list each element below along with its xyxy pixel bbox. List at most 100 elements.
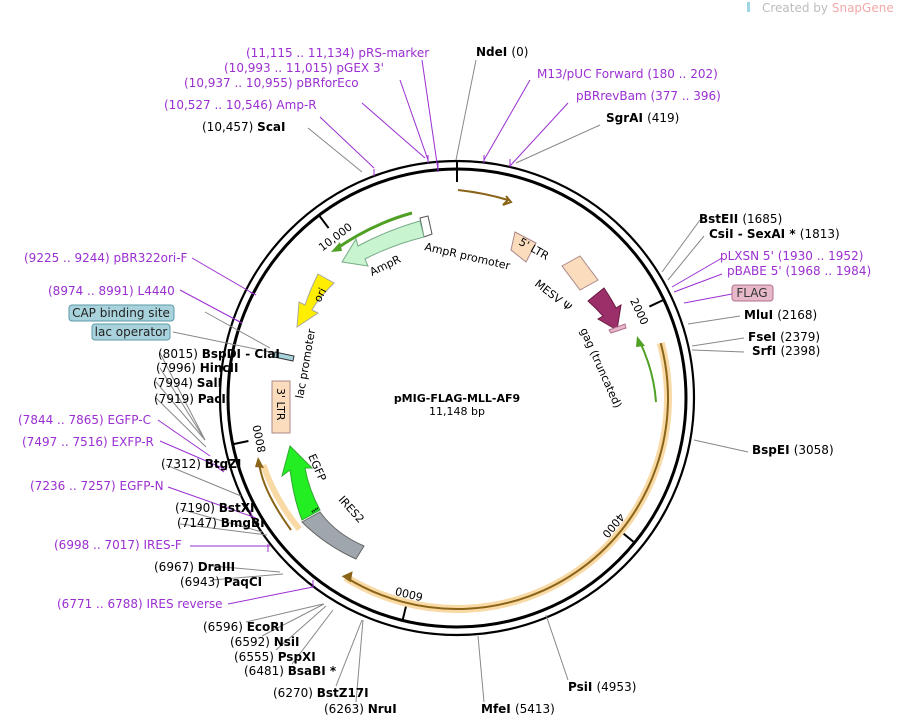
site-position: (2398): [780, 344, 820, 358]
site-name: pBRrevBam: [576, 89, 650, 103]
flag-marker: [608, 323, 627, 334]
site-position: (11,115 .. 11,134): [246, 46, 358, 60]
site-position: (8015): [158, 347, 202, 361]
site-label: (6596) EcoRI: [203, 620, 284, 634]
site-label: (6263) NruI: [324, 702, 397, 716]
site-name: CsiI - SexAI *: [709, 227, 800, 241]
site-position: (7236 .. 7257): [30, 479, 120, 493]
site-name: pRS-marker: [358, 46, 429, 60]
site-label: (7994) SalI: [153, 376, 222, 390]
site-name: NsiI: [274, 635, 300, 649]
site-name: FseI: [748, 330, 780, 344]
site-position: (6592): [230, 635, 274, 649]
egfp-shape: [281, 445, 321, 521]
lac-operator-box: [91, 323, 171, 341]
5-ltr-shape: [510, 231, 537, 263]
site-position: (7844 .. 7865): [18, 413, 108, 427]
site-position: (10,527 .. 10,546): [164, 98, 276, 112]
site-label: (11,115 .. 11,134) pRS-marker: [246, 46, 429, 60]
site-position: (7497 .. 7516): [22, 435, 112, 449]
site-name: L4440: [138, 284, 175, 298]
ampr-shape: [341, 220, 425, 267]
tick-mark: [401, 604, 408, 621]
site-position: (6481): [244, 664, 288, 678]
site-name: IRES-F: [144, 538, 182, 552]
site-name: IRES reverse: [147, 597, 223, 611]
site-label: (7312) BtgZI: [161, 457, 241, 471]
site-name: PsiI: [568, 680, 596, 694]
site-label: CsiI - SexAI * (1813): [709, 227, 840, 241]
site-label: pBRrevBam (377 .. 396): [576, 89, 721, 103]
snapgene-logo-icon: [747, 2, 750, 12]
site-label: (7497 .. 7516) EXFP-R: [22, 435, 154, 449]
site-label: PsiI (4953): [568, 680, 636, 694]
site-label: (8015) BspDI - ClaI: [158, 347, 280, 361]
site-position: (8974 .. 8991): [48, 284, 138, 298]
site-name: pBR322ori-F: [114, 251, 188, 265]
ltr-adjacent-shape: [561, 255, 599, 291]
site-position: (0): [511, 45, 528, 59]
cap-binding-site-box: [68, 304, 175, 322]
tick-mark: [621, 531, 636, 544]
watermark: Created by SnapGene: [747, 1, 894, 15]
site-name: SgrAI: [606, 111, 647, 125]
site-label: FseI (2379): [748, 330, 820, 344]
site-name: NdeI: [476, 45, 511, 59]
site-name: BspEI: [752, 443, 794, 457]
site-position: (6943): [180, 575, 224, 589]
site-name: DraIII: [198, 560, 235, 574]
site-label: (6555) PspXI: [234, 650, 316, 664]
orf-ring: [260, 342, 672, 613]
site-name: EcoRI: [247, 620, 284, 634]
ori-shape: [296, 273, 335, 328]
site-label: NdeI (0): [476, 45, 528, 59]
site-name: Amp-R: [276, 98, 316, 112]
site-label: (6967) DraIII: [154, 560, 235, 574]
site-position: (377 .. 396): [650, 89, 720, 103]
plasmid-size: 11,148 bp: [429, 405, 485, 418]
site-position: (7147): [177, 516, 221, 530]
site-label: (10,457) ScaI: [202, 120, 286, 134]
site-name: PspXI: [278, 650, 316, 664]
watermark-brand: SnapGene: [832, 1, 894, 15]
site-position: (10,457): [202, 120, 257, 134]
ampr-arc: [335, 211, 413, 251]
site-position: (1968 .. 1984): [785, 264, 871, 278]
site-name: MluI: [744, 308, 777, 322]
ires2-dots: [311, 507, 319, 513]
site-label: (6592) NsiI: [230, 635, 299, 649]
orf-top-arrow: [457, 189, 513, 206]
site-name: PaqCI: [224, 575, 262, 589]
site-label: (6943) PaqCI: [180, 575, 262, 589]
site-name: pGEX 3': [336, 61, 383, 75]
ori-label: ori: [311, 286, 329, 305]
site-name: SrfI: [752, 344, 780, 358]
site-position: (10,993 .. 11,015): [224, 61, 336, 75]
site-position: (180 .. 202): [647, 67, 717, 81]
site-position: (6998 .. 7017): [54, 538, 144, 552]
site-position: (1813): [800, 227, 840, 241]
site-label: pLXSN 5' (1930 .. 1952): [720, 249, 863, 263]
site-position: (6270): [273, 686, 317, 700]
svg-text:Created by SnapGene: Created by SnapGene: [762, 1, 894, 15]
tick-mark: [318, 214, 330, 229]
site-name: BspDI - ClaI: [202, 347, 280, 361]
mll-af9-orf-arrowhead: [341, 571, 353, 583]
orf-left-arrow-head: [255, 457, 264, 468]
site-label: MluI (2168): [744, 308, 817, 322]
lac-promoter-label: lac promoter: [293, 327, 318, 399]
ampr-promoter-label: AmpR promoter: [423, 240, 512, 272]
site-label: (6270) BstZ17I: [273, 686, 369, 700]
site-label: (7996) HincII: [156, 361, 238, 375]
site-name: pBRforEco: [296, 76, 358, 90]
site-name: BtgZI: [205, 457, 242, 471]
site-name: BmgBI: [221, 516, 265, 530]
site-name: EGFP-N: [120, 479, 164, 493]
plasmid-name: pMIG-FLAG-MLL-AF9: [394, 392, 520, 405]
site-name: pBABE 5': [727, 264, 785, 278]
egfp-orf-band: [260, 464, 302, 532]
site-position: (1685): [742, 212, 782, 226]
site-position: (10,937 .. 10,955): [184, 76, 296, 90]
ampr-arc-head: [331, 242, 342, 252]
